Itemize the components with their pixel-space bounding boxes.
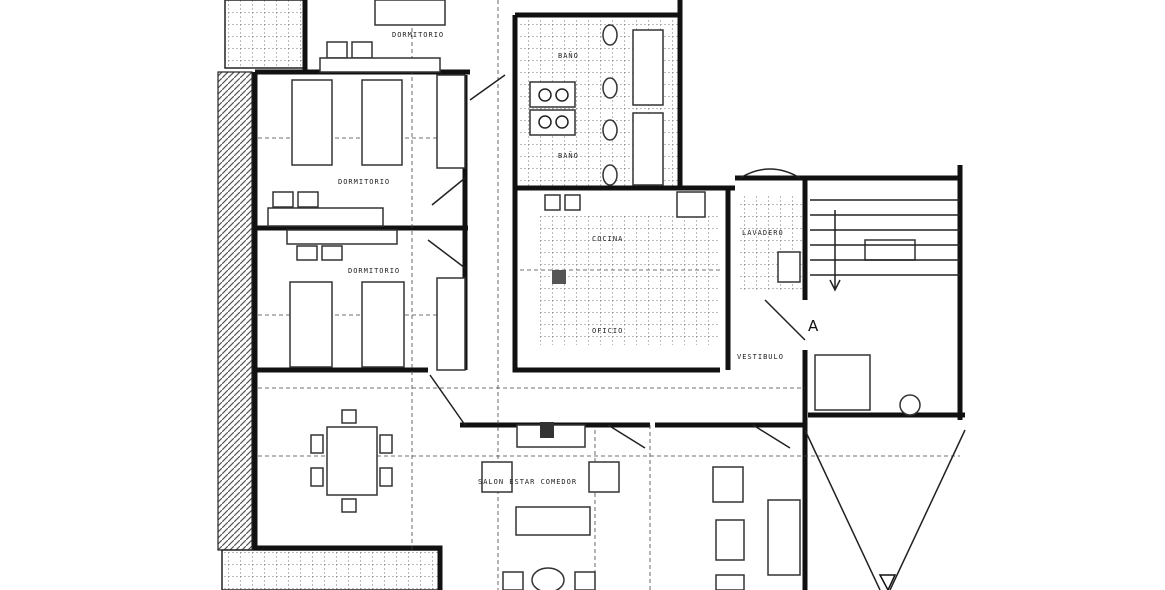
planter-strip xyxy=(217,71,253,551)
room-label-living: SALON ESTAR COMEDOR xyxy=(478,478,577,486)
section-arrow-icon xyxy=(878,574,897,590)
dimension-lines xyxy=(258,0,960,590)
terrace-bottom xyxy=(221,549,441,590)
section-marker-label: A xyxy=(808,317,819,335)
door-swings xyxy=(427,74,966,590)
terrace-top-left xyxy=(224,0,306,69)
room-label-laundry: LAVADERO xyxy=(742,229,784,237)
room-label-kitchen: COCINA xyxy=(592,235,623,243)
room-label-bedroom-lower: DORMITORIO xyxy=(348,267,400,275)
room-label-vestibule: VESTIBULO xyxy=(737,353,784,361)
stair xyxy=(810,199,960,292)
furniture xyxy=(267,0,921,590)
room-label-bath-top: BAÑO xyxy=(558,51,579,60)
room-label-bedroom-middle: DORMITORIO xyxy=(338,178,390,186)
walls xyxy=(252,0,965,590)
room-label-bedroom-top: DORMITORIO xyxy=(392,31,444,39)
room-label-bath-bottom: BAÑO xyxy=(558,151,579,160)
room-label-pantry: OFICIO xyxy=(592,327,623,335)
kitchen-tiles xyxy=(540,215,720,345)
